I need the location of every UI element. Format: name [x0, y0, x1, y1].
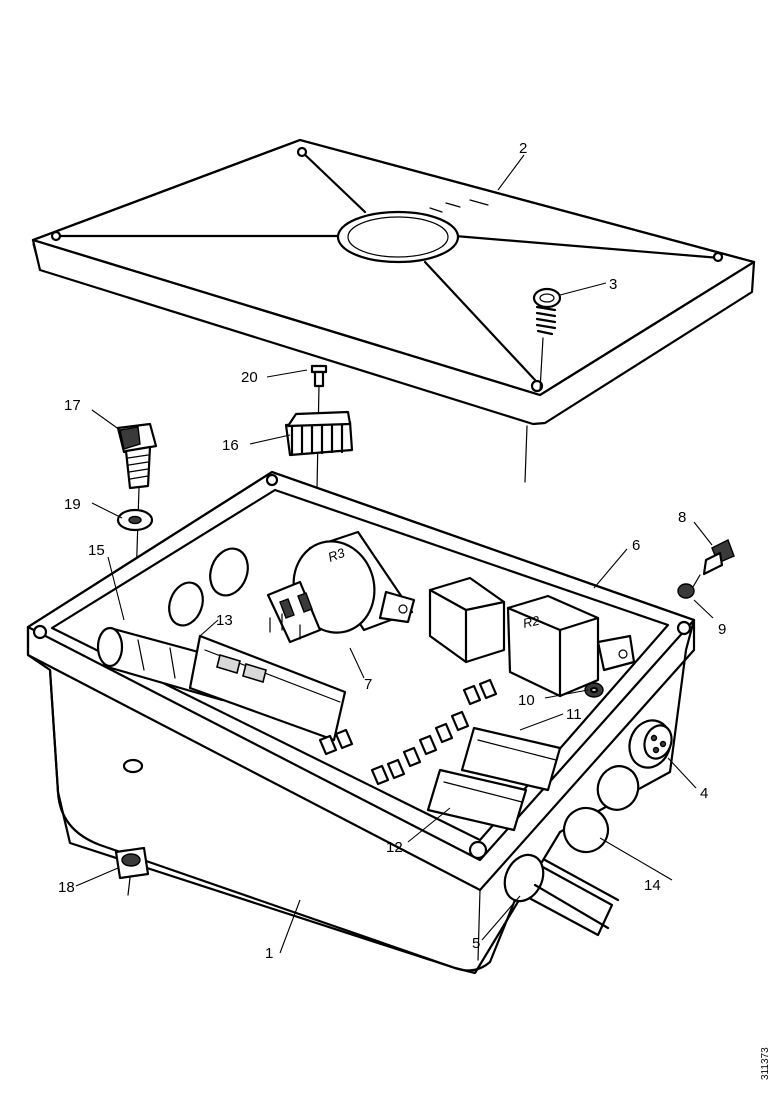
callout-10: 10: [518, 692, 535, 709]
bolt: [116, 422, 158, 771]
callout-3: 3: [609, 276, 617, 293]
spring-clip: [284, 410, 354, 457]
leader-lines: [75, 154, 714, 954]
terminal-bracket: [188, 634, 347, 742]
callout-16: 16: [222, 437, 239, 454]
fuse-holders: [426, 726, 562, 832]
interior-openings: [168, 547, 249, 627]
callout-7: 7: [364, 676, 372, 693]
callout-14: 14: [644, 877, 661, 894]
callout-19: 19: [64, 496, 81, 513]
callout-17: 17: [64, 397, 81, 414]
blanking-plug-14: [562, 806, 610, 854]
side-nut: [677, 583, 695, 599]
callout-1: 1: [265, 945, 273, 962]
washer: [116, 508, 154, 532]
relay-block: R2: [428, 576, 636, 698]
cable-gland-4: [628, 719, 673, 769]
callout-13: 13: [216, 612, 233, 629]
callout-11: 11: [566, 706, 582, 723]
relay-r2-mark: R2: [522, 613, 542, 631]
inner-nut: [584, 682, 604, 698]
terminal-tabs: [318, 678, 498, 786]
side-screw: [689, 539, 735, 593]
callout-18: 18: [58, 879, 75, 896]
callout-12: 12: [386, 839, 403, 856]
callout-4: 4: [700, 785, 708, 802]
spring-screw: [532, 287, 562, 391]
blanking-plug-upper: [596, 765, 640, 811]
callout-5: 5: [472, 935, 480, 952]
callout-9: 9: [718, 621, 726, 638]
callout-6: 6: [632, 537, 640, 554]
callout-2: 2: [519, 140, 527, 157]
bottom-nut: [114, 846, 150, 896]
lid: [31, 138, 756, 483]
callout-15: 15: [88, 542, 105, 559]
document-id: 311373: [760, 1047, 771, 1080]
relay-r3-mark: R3: [326, 545, 347, 565]
cable-gland-5: [503, 853, 620, 937]
small-screw: [310, 364, 328, 541]
callout-labels: 2 3 20 17 16 19 15 13 6 8 9 7 10 11 12 4…: [58, 140, 726, 962]
relay-r3: R3: [266, 530, 416, 644]
callout-8: 8: [678, 509, 686, 526]
callout-20: 20: [241, 369, 258, 386]
